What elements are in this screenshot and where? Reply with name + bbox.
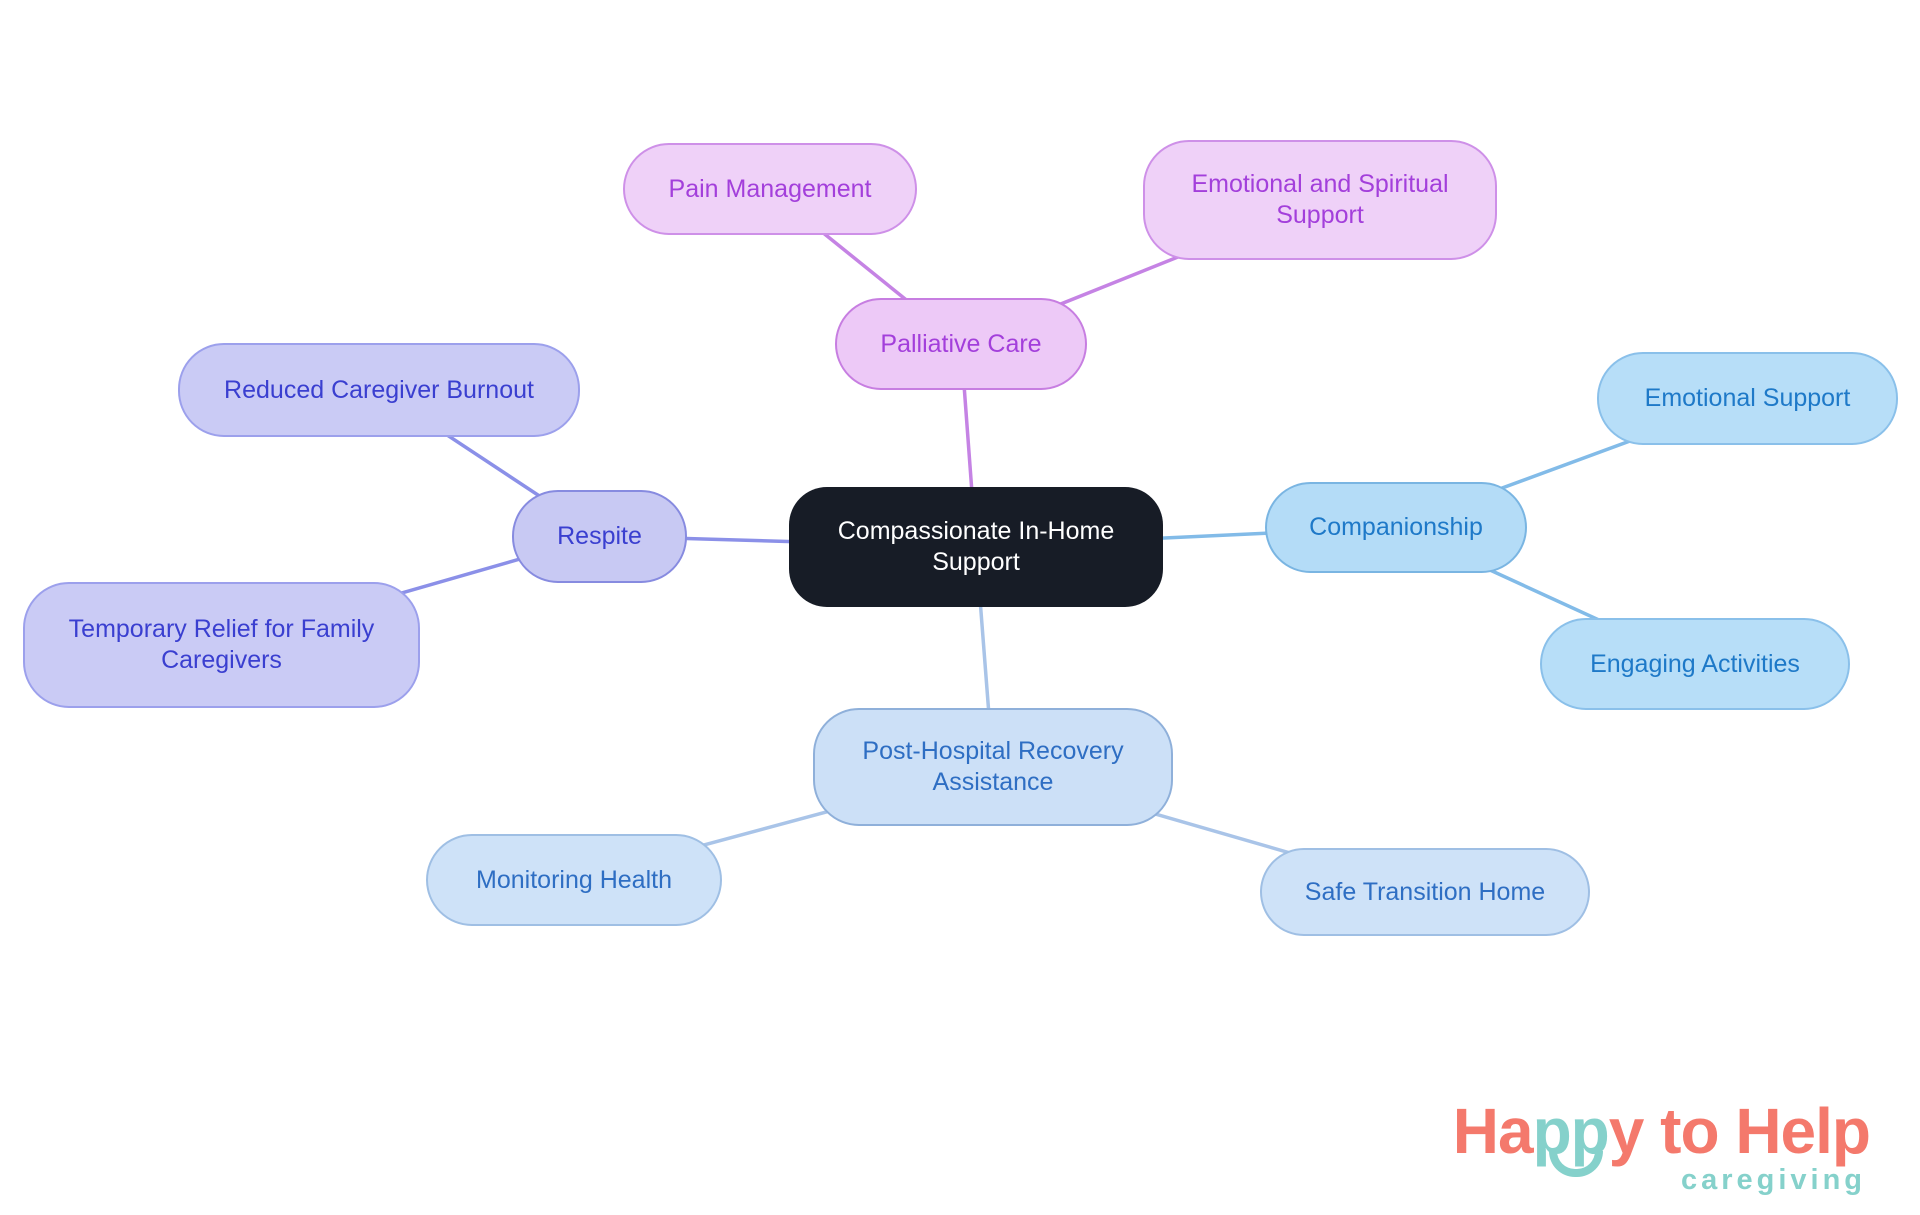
brand-logo: Happy to Help caregiving [1453, 1099, 1871, 1197]
node-label: Temporary Relief for Family Caregivers [68, 615, 375, 674]
brand-wordmark: Happy to Help [1453, 1099, 1871, 1178]
brand-tagline: caregiving [1680, 1164, 1866, 1197]
node-central-compassionate-in-home-support: Compassionate In-Home Support [789, 487, 1163, 607]
smile-icon [1548, 1151, 1603, 1178]
node-label: Post-Hospital Recovery Assistance [862, 737, 1124, 796]
node-label: Monitoring Health [476, 865, 672, 894]
node-label: Respite [557, 522, 642, 550]
node-reduced-caregiver-burnout: Reduced Caregiver Burnout [178, 343, 580, 437]
node-safe-transition-home: Safe Transition Home [1260, 848, 1590, 936]
node-label: Engaging Activities [1590, 649, 1800, 678]
node-engaging-activities: Engaging Activities [1540, 618, 1850, 710]
node-respite: Respite [512, 490, 687, 583]
brand-word-end: y to Help [1608, 1095, 1871, 1168]
node-companionship: Companionship [1265, 482, 1527, 573]
node-post-hospital-recovery-assistance: Post-Hospital Recovery Assistance [813, 708, 1173, 826]
node-emotional-and-spiritual-support: Emotional and Spiritual Support [1143, 140, 1497, 260]
node-label: Emotional and Spiritual Support [1191, 170, 1449, 229]
node-label: Compassionate In-Home Support [837, 517, 1115, 576]
node-emotional-support: Emotional Support [1597, 352, 1898, 445]
node-pain-management: Pain Management [623, 143, 917, 235]
node-label: Pain Management [668, 174, 872, 203]
node-temporary-relief-for-family-caregivers: Temporary Relief for Family Caregivers [23, 582, 420, 708]
node-monitoring-health: Monitoring Health [426, 834, 722, 926]
brand-word-start: Ha [1452, 1095, 1534, 1168]
node-label: Safe Transition Home [1304, 877, 1546, 906]
node-label: Reduced Caregiver Burnout [224, 375, 534, 404]
node-label: Companionship [1309, 513, 1483, 541]
node-label: Emotional Support [1644, 384, 1851, 412]
node-label: Palliative Care [880, 329, 1042, 358]
node-palliative-care: Palliative Care [835, 298, 1087, 390]
